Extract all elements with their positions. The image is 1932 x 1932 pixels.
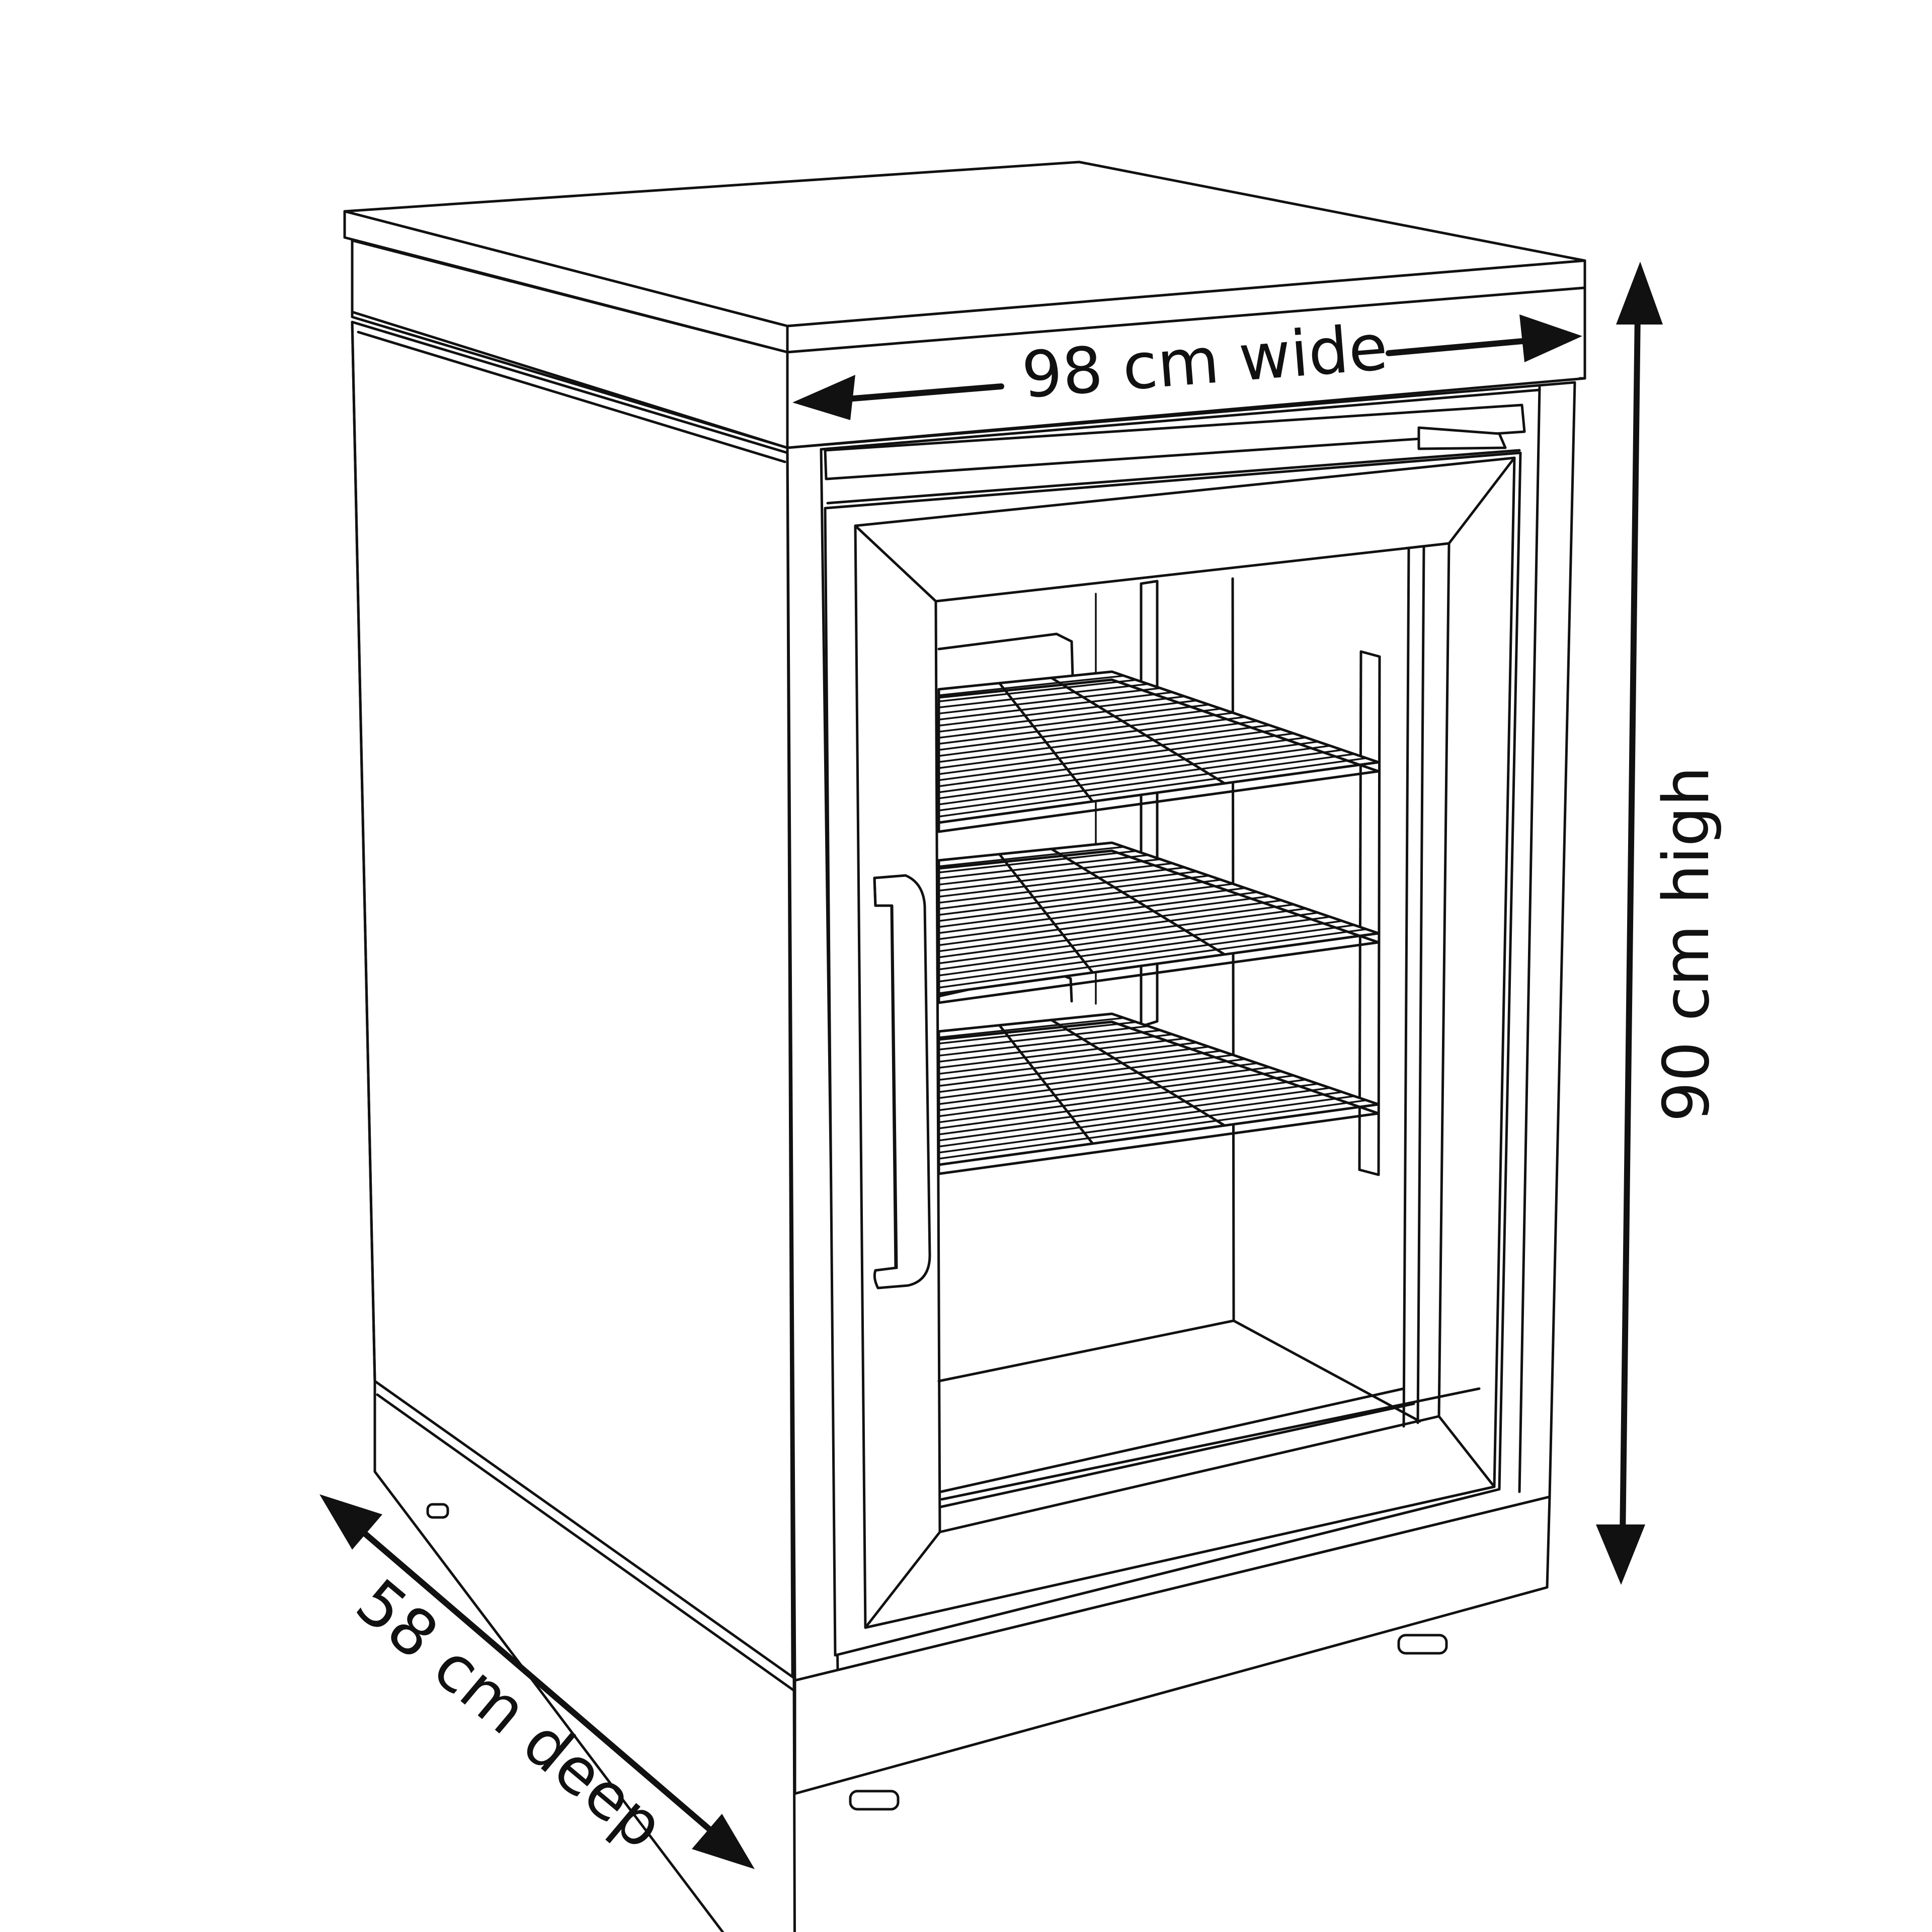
wire-shelf bbox=[937, 841, 1380, 1004]
shelf-wire bbox=[938, 1037, 1186, 1069]
top-slab bbox=[343, 160, 1586, 449]
width-arrow-right-head bbox=[1519, 314, 1582, 362]
shelf-crossbar bbox=[998, 682, 1094, 803]
shelf-wire bbox=[938, 1045, 1210, 1081]
shelf-wire bbox=[938, 878, 1222, 916]
wire-shelf bbox=[937, 1012, 1380, 1175]
shelf-wire bbox=[938, 695, 1186, 727]
shelf-wire bbox=[938, 924, 1355, 983]
shelf-wire bbox=[938, 683, 1150, 708]
shelf-wire bbox=[938, 887, 1246, 928]
shelf-wire bbox=[938, 920, 1343, 977]
shelf-wire bbox=[938, 908, 1307, 958]
shelf-wire bbox=[938, 1062, 1258, 1105]
shelf-wire bbox=[938, 757, 1367, 818]
shelf-wire bbox=[938, 737, 1307, 787]
shelf-wire bbox=[938, 707, 1222, 745]
shelf-wire bbox=[938, 720, 1258, 763]
side-panel bbox=[351, 320, 796, 1932]
shelf-wire bbox=[938, 916, 1331, 971]
shelf-wire bbox=[938, 912, 1319, 964]
shelf-wire bbox=[938, 687, 1162, 714]
shelf-wire bbox=[938, 899, 1283, 946]
shelf-wire bbox=[938, 895, 1270, 940]
shelf-wire bbox=[938, 741, 1319, 793]
height-label: 90 cm high bbox=[1649, 766, 1723, 1122]
shelf-wire bbox=[938, 724, 1270, 769]
shelf-wire bbox=[938, 703, 1210, 739]
height-arrow-top-head bbox=[1616, 262, 1663, 325]
shelf-wire bbox=[938, 1079, 1307, 1130]
width-arrow-left-shaft bbox=[832, 383, 1004, 403]
shelf-wire bbox=[938, 1054, 1234, 1093]
shelf-wire bbox=[938, 1066, 1270, 1111]
shelf-wire bbox=[938, 928, 1367, 989]
shelf-wire bbox=[938, 1021, 1137, 1044]
shelf-wire bbox=[938, 874, 1210, 910]
wire-shelf bbox=[937, 670, 1380, 833]
shelf-wire bbox=[938, 858, 1162, 886]
shelf-wire bbox=[938, 866, 1186, 898]
shelf-wire bbox=[938, 749, 1343, 806]
shelf-wire bbox=[938, 846, 1125, 867]
wire-shelves bbox=[937, 670, 1380, 1175]
depth-arrow-top-head bbox=[319, 1494, 382, 1550]
shelf-wire bbox=[938, 1074, 1295, 1123]
shelf-wire bbox=[938, 891, 1258, 934]
width-arrow-left-head bbox=[792, 375, 855, 420]
shelf-wire bbox=[938, 745, 1331, 799]
shelf-wire bbox=[938, 716, 1246, 757]
shelf-crossbar bbox=[1050, 1018, 1226, 1127]
shelf-wire bbox=[938, 679, 1137, 702]
shelf-wire bbox=[938, 1099, 1367, 1160]
depth-arrow-shaft bbox=[354, 1524, 715, 1834]
shelf-wire bbox=[938, 870, 1198, 904]
shelf-wire bbox=[938, 675, 1125, 696]
shelf-wire bbox=[938, 1070, 1283, 1117]
shelf-wire bbox=[938, 1025, 1150, 1051]
shelf-wire bbox=[938, 850, 1137, 873]
shelf-wire bbox=[938, 691, 1174, 720]
shelf-crossbar bbox=[1050, 847, 1226, 956]
height-arrow-bottom-head bbox=[1596, 1524, 1645, 1585]
shelf-wire bbox=[938, 753, 1355, 812]
shelf-crossbar bbox=[998, 1024, 1094, 1145]
shelf-wire bbox=[938, 854, 1150, 879]
door-handle bbox=[873, 874, 931, 1290]
shelf-wire bbox=[938, 1083, 1319, 1136]
shelf-wire bbox=[938, 1095, 1355, 1154]
shelf-wire bbox=[938, 862, 1174, 892]
shelf-wire bbox=[938, 1091, 1343, 1148]
shelf-wire bbox=[938, 1041, 1198, 1075]
shelf-wire bbox=[938, 1017, 1125, 1038]
shelf-wire bbox=[938, 1029, 1162, 1057]
shelf-wire bbox=[938, 903, 1295, 952]
shelf-wire bbox=[938, 712, 1234, 751]
shelf-wire bbox=[938, 1033, 1174, 1063]
shelf-wire bbox=[938, 1087, 1331, 1142]
depth-arrow-bottom-head bbox=[692, 1814, 755, 1869]
shelf-wire bbox=[938, 883, 1234, 922]
shelf-wire bbox=[938, 1050, 1222, 1087]
shelf-crossbar bbox=[998, 853, 1094, 974]
width-arrow-right-shaft bbox=[1386, 337, 1543, 356]
shelf-wire bbox=[938, 1058, 1246, 1099]
shelf-crossbar bbox=[1050, 676, 1226, 785]
shelf-wire bbox=[938, 728, 1283, 775]
height-dimension: 90 cm high bbox=[1596, 262, 1723, 1585]
shelf-wire bbox=[938, 732, 1295, 781]
shelf-wire bbox=[938, 699, 1198, 733]
height-arrow-shaft bbox=[1620, 309, 1641, 1543]
